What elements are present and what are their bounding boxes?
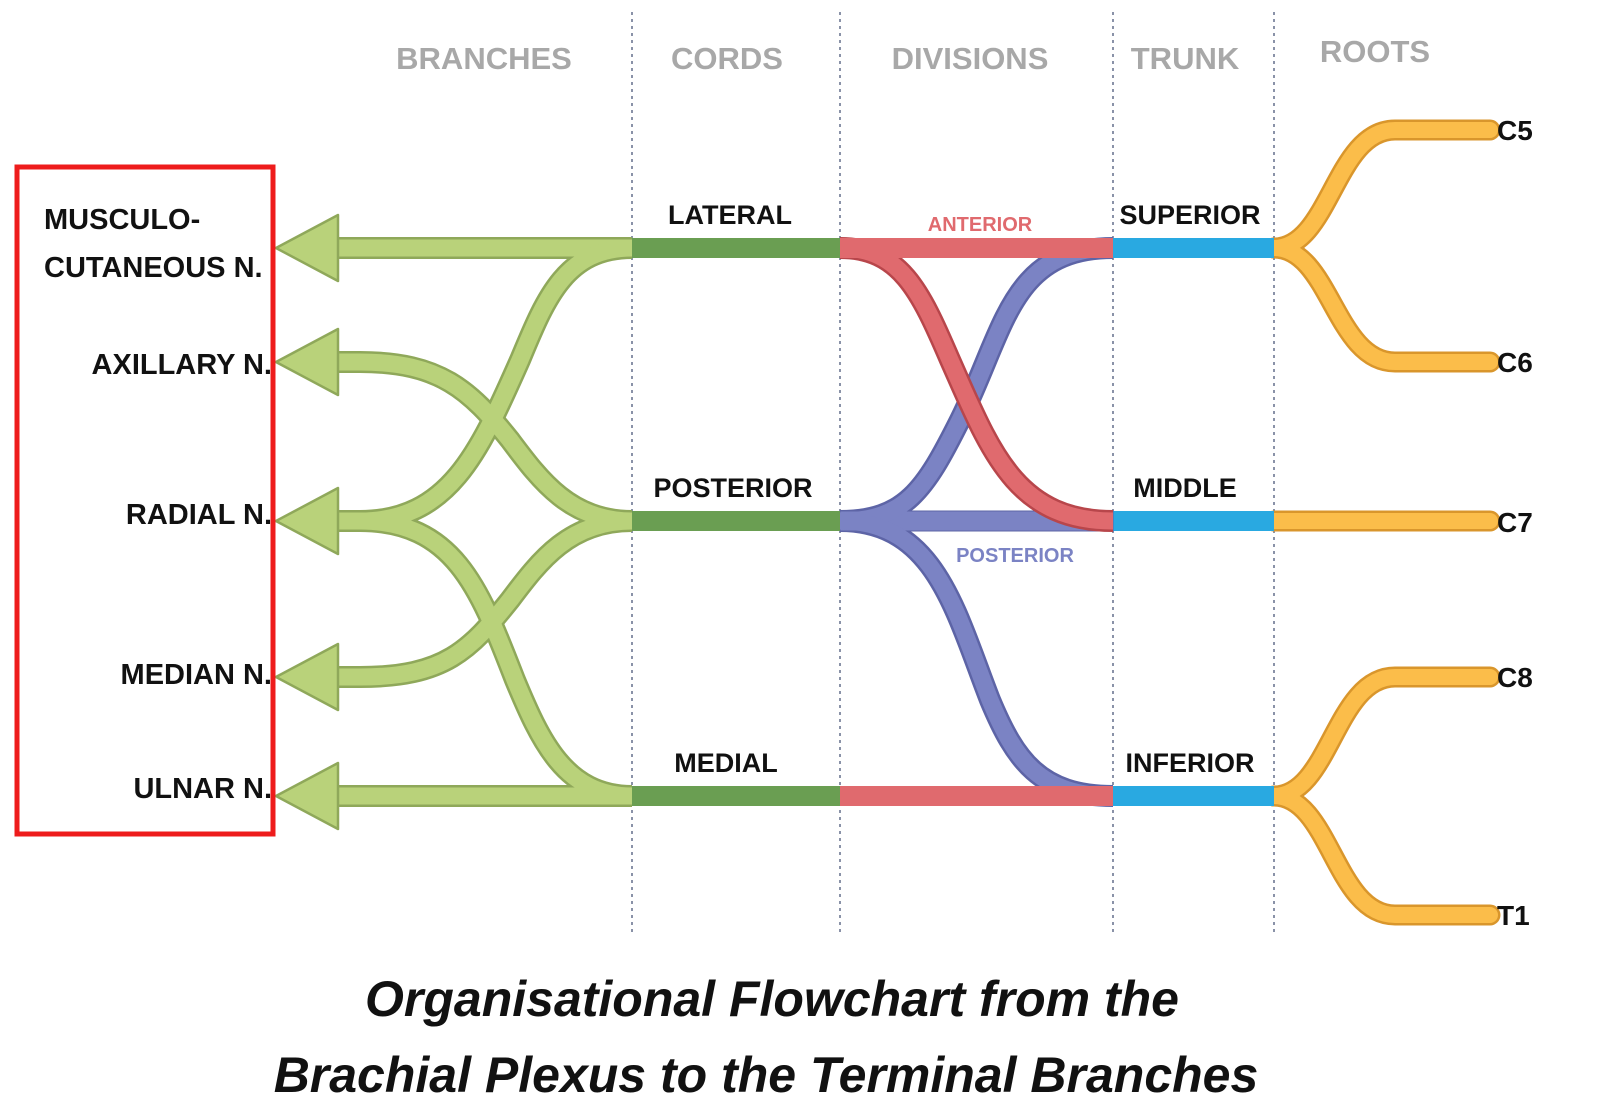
- root-label-c6: C6: [1497, 347, 1533, 378]
- anterior-division-superior: [840, 238, 1113, 258]
- cords-group: [632, 238, 840, 806]
- caption-line-1: Organisational Flowchart from the: [365, 971, 1179, 1027]
- branch-lateral-to-median: [330, 239, 633, 530]
- nerve-label-ulnar: ULNAR N.: [133, 773, 272, 805]
- root-labels: C5 C6 C7 C8 T1: [1497, 115, 1533, 931]
- trunk-label-superior: SUPERIOR: [1119, 200, 1260, 230]
- trunk-labels: SUPERIOR MIDDLE INFERIOR: [1119, 200, 1260, 778]
- caption-line-2: Brachial Plexus to the Terminal Branches: [274, 1047, 1259, 1103]
- cord-labels: LATERAL POSTERIOR MEDIAL: [653, 200, 812, 778]
- division-label-posterior: POSTERIOR: [956, 545, 1074, 567]
- root-c5-path: [1266, 122, 1498, 256]
- caption: Organisational Flowchart from the Brachi…: [274, 971, 1259, 1103]
- anterior-division-middle: [839, 239, 1114, 530]
- header-branches: BRANCHES: [396, 41, 572, 76]
- root-t1-path: [1266, 788, 1498, 923]
- terminal-branches-highlight-box: [14, 164, 276, 837]
- arrowhead-radial: [274, 486, 340, 556]
- posterior-division-superior: [839, 239, 1114, 530]
- arrowhead-musculocutaneous: [274, 213, 340, 283]
- arrowhead-ulnar: [274, 761, 340, 831]
- nerve-label-axillary: AXILLARY N.: [92, 349, 272, 381]
- divisions-group: [839, 237, 1114, 807]
- root-c6-path: [1266, 240, 1498, 370]
- branch-radial-lower: [330, 512, 633, 686]
- trunks-group: [1113, 238, 1274, 806]
- root-c8-path: [1266, 669, 1498, 804]
- cord-label-medial: MEDIAL: [674, 748, 778, 778]
- roots-group: [1263, 119, 1501, 926]
- cord-medial-bar: [632, 786, 840, 806]
- cord-label-posterior: POSTERIOR: [653, 473, 812, 503]
- branch-axillary: [330, 353, 633, 530]
- header-cords: CORDS: [671, 41, 783, 76]
- root-label-c5: C5: [1497, 115, 1533, 146]
- nerve-labels: MUSCULO- CUTANEOUS N. AXILLARY N. RADIAL…: [44, 204, 272, 805]
- nerve-label-musculocutaneous-2: CUTANEOUS N.: [44, 252, 263, 284]
- trunk-label-inferior: INFERIOR: [1125, 748, 1254, 778]
- posterior-division-inferior: [839, 512, 1114, 805]
- trunk-middle-bar: [1113, 511, 1274, 531]
- anterior-division-inferior: [840, 786, 1113, 806]
- branch-medial-to-median: [330, 512, 633, 805]
- trunk-inferior-bar: [1113, 786, 1274, 806]
- root-label-c7: C7: [1497, 507, 1533, 538]
- trunk-superior-bar: [1113, 238, 1274, 258]
- root-label-t1: T1: [1497, 900, 1530, 931]
- arrowhead-median: [274, 642, 340, 712]
- header-divisions: DIVISIONS: [892, 41, 1049, 76]
- header-roots: ROOTS: [1320, 34, 1430, 69]
- nerve-label-median: MEDIAN N.: [121, 659, 272, 691]
- nerve-label-radial: RADIAL N.: [126, 499, 272, 531]
- column-headers: BRANCHES CORDS DIVISIONS TRUNK ROOTS: [396, 34, 1430, 76]
- trunk-label-middle: MIDDLE: [1133, 473, 1237, 503]
- header-trunk: TRUNK: [1131, 41, 1240, 76]
- cord-lateral-bar: [632, 238, 840, 258]
- nerve-label-musculocutaneous-1: MUSCULO-: [44, 204, 200, 236]
- cord-label-lateral: LATERAL: [668, 200, 792, 230]
- division-label-anterior: ANTERIOR: [928, 214, 1033, 236]
- arrowhead-axillary: [274, 327, 340, 397]
- root-label-c8: C8: [1497, 662, 1533, 693]
- cord-posterior-bar: [632, 511, 840, 531]
- branches-group: [274, 213, 633, 831]
